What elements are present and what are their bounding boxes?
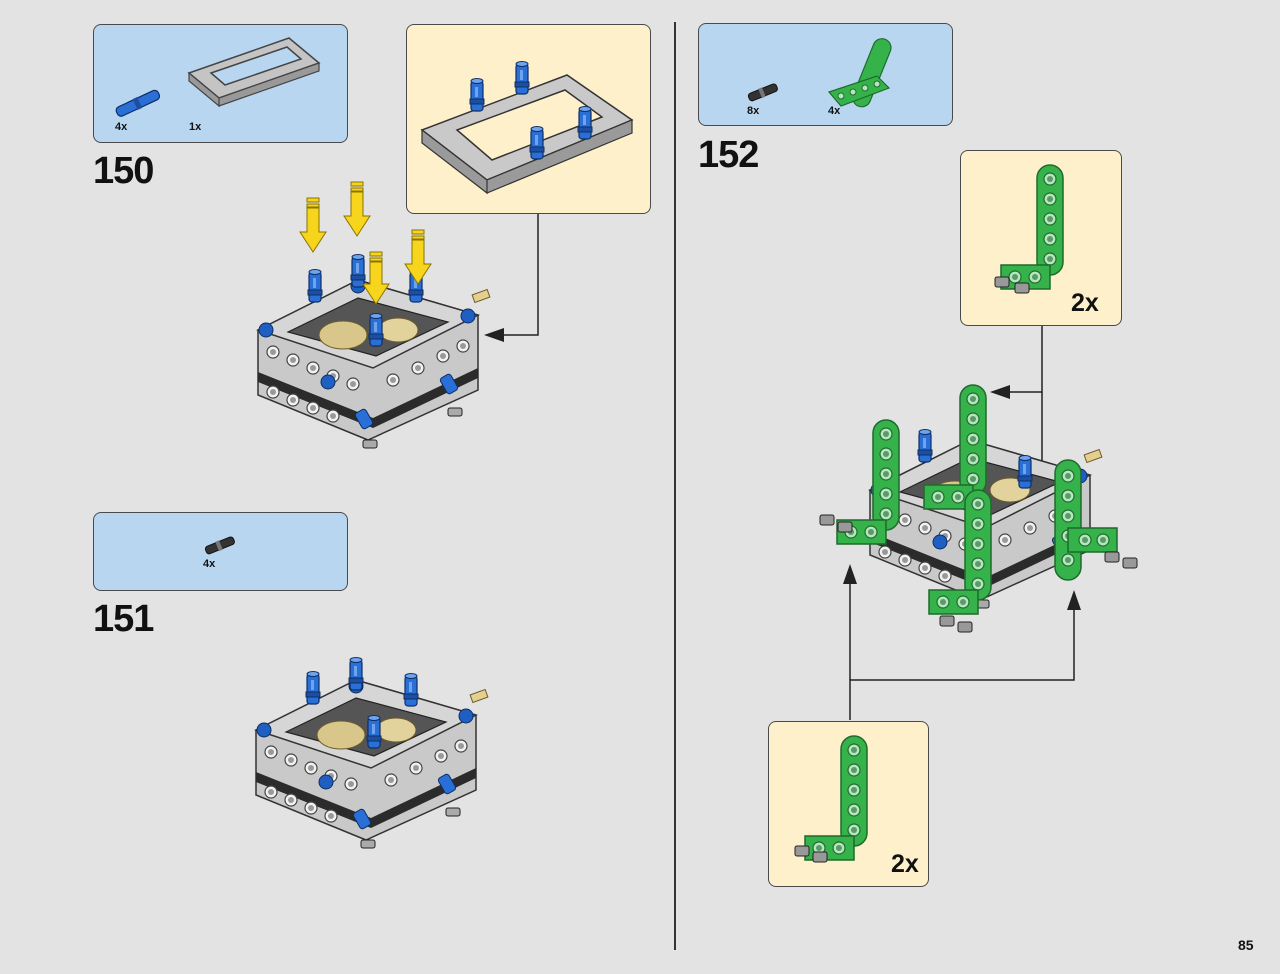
step-150-gearbox-illustration bbox=[258, 181, 498, 450]
step-152-subassembly-callout-2: 2x bbox=[768, 721, 929, 887]
step-152-parts-box: 8x 4x bbox=[698, 23, 953, 126]
black-friction-pin-icon bbox=[747, 83, 778, 102]
step-150-parts-box: 4x 1x bbox=[93, 24, 348, 143]
step-150-part-qty-2: 1x bbox=[189, 121, 202, 133]
step-152-part-qty-1: 8x bbox=[747, 105, 760, 117]
step-152-subassembly-multiplier-1: 2x bbox=[1071, 289, 1099, 317]
blue-axle-pin-icon bbox=[115, 89, 161, 117]
step-151-parts-box: 4x bbox=[93, 512, 348, 591]
step-152-part-qty-2: 4x bbox=[828, 105, 841, 117]
frame-with-pins-illustration bbox=[420, 60, 634, 195]
page-number: 85 bbox=[1238, 937, 1254, 953]
step-152-number: 152 bbox=[698, 134, 759, 176]
step-150-callout-pointer bbox=[484, 214, 539, 342]
step-152-assembly-illustration bbox=[819, 380, 1138, 633]
step-151-gearbox-illustration bbox=[256, 656, 496, 860]
gray-frame-5x7-icon bbox=[187, 37, 321, 108]
green-l-beam-with-pins-illustration bbox=[794, 736, 893, 863]
step-152-subassembly-callout-1: 2x bbox=[960, 150, 1122, 326]
step-150-part-qty-1: 4x bbox=[115, 121, 128, 133]
step-150-number: 150 bbox=[93, 150, 154, 192]
step-151-number: 151 bbox=[93, 598, 154, 640]
step-150-callout bbox=[406, 24, 651, 214]
column-divider bbox=[674, 22, 676, 950]
step-152-subassembly-multiplier-2: 2x bbox=[891, 850, 919, 878]
green-l-beam-with-pins-illustration bbox=[994, 165, 1087, 294]
green-l-beam-icon bbox=[827, 38, 892, 108]
black-friction-pin-icon bbox=[204, 536, 235, 555]
step-151-part-qty-1: 4x bbox=[203, 558, 216, 570]
